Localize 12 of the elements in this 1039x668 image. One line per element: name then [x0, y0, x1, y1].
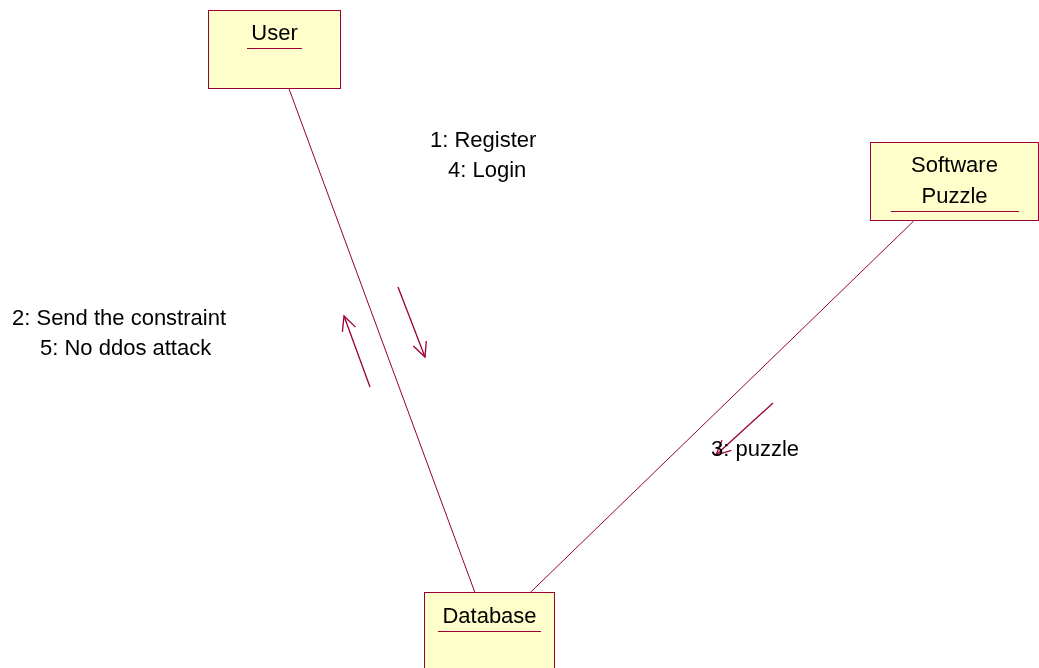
object-name: Database [438, 600, 541, 632]
message-label: 5: No ddos attack [40, 334, 212, 362]
link-line [530, 220, 915, 593]
object-box [424, 592, 555, 668]
message-label: 2: Send the constraint [12, 304, 227, 332]
object-name: Software Puzzle [890, 149, 1019, 212]
object-name: User [247, 17, 302, 49]
link-line [288, 88, 476, 593]
message-label: 1: Register [430, 126, 537, 154]
message-label: 4: Login [448, 156, 527, 184]
object-box [870, 142, 1039, 221]
object-box [208, 10, 341, 89]
